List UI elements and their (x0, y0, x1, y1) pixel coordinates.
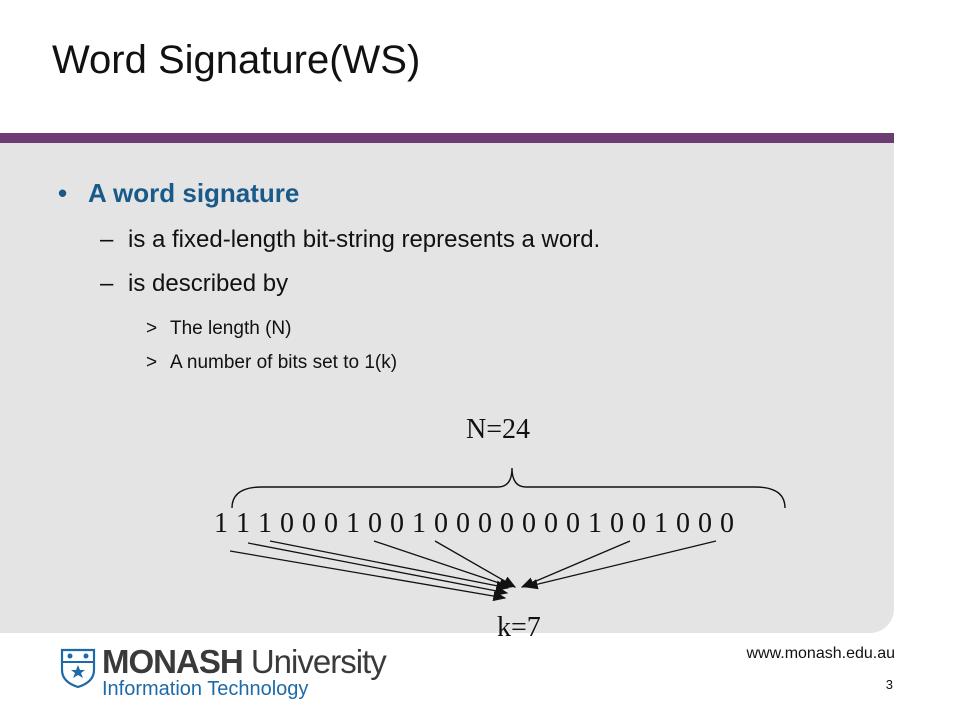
logo-wordmark: MONASH University (102, 643, 387, 681)
logo-word-bold: MONASH (102, 643, 244, 680)
n-label: N=24 (466, 414, 531, 445)
title-divider (0, 133, 894, 143)
sub-item-text: is a fixed-length bit-string represents … (128, 226, 601, 253)
monash-crest-icon (60, 648, 96, 688)
sub-item-text: is described by (128, 270, 289, 297)
subsub-item-text: The length (N) (170, 318, 292, 339)
bit-string: 1 1 1 0 0 0 1 0 0 1 0 0 0 0 0 0 0 1 0 0 … (214, 508, 735, 539)
slide-title: Word Signature(WS) (52, 38, 421, 82)
logo-subtitle: Information Technology (102, 678, 309, 700)
sub-item-fixed-length: –is a fixed-length bit-string represents… (100, 226, 600, 254)
page-number: 3 (885, 677, 893, 692)
bullet-heading: • A word signature (58, 178, 299, 209)
bit-arrows (229, 540, 717, 602)
bullet-marker: • (58, 178, 68, 208)
dash-marker: – (100, 270, 114, 297)
bullet-heading-text: A word signature (88, 178, 300, 208)
arrow-marker: > (146, 352, 158, 373)
logo-word-light: University (242, 643, 387, 680)
dash-marker: – (100, 226, 114, 253)
subsub-item-text: A number of bits set to 1(k) (170, 352, 398, 373)
curly-brace (231, 467, 786, 509)
subsub-item-bits: > A number of bits set to 1(k) (146, 352, 397, 374)
content-panel (0, 143, 894, 633)
footer-url[interactable]: www.monash.edu.au (746, 645, 895, 662)
arrow-marker: > (146, 318, 158, 339)
sub-item-described-by: –is described by (100, 270, 288, 298)
subsub-item-length: > The length (N) (146, 318, 291, 340)
k-label: k=7 (497, 612, 541, 643)
